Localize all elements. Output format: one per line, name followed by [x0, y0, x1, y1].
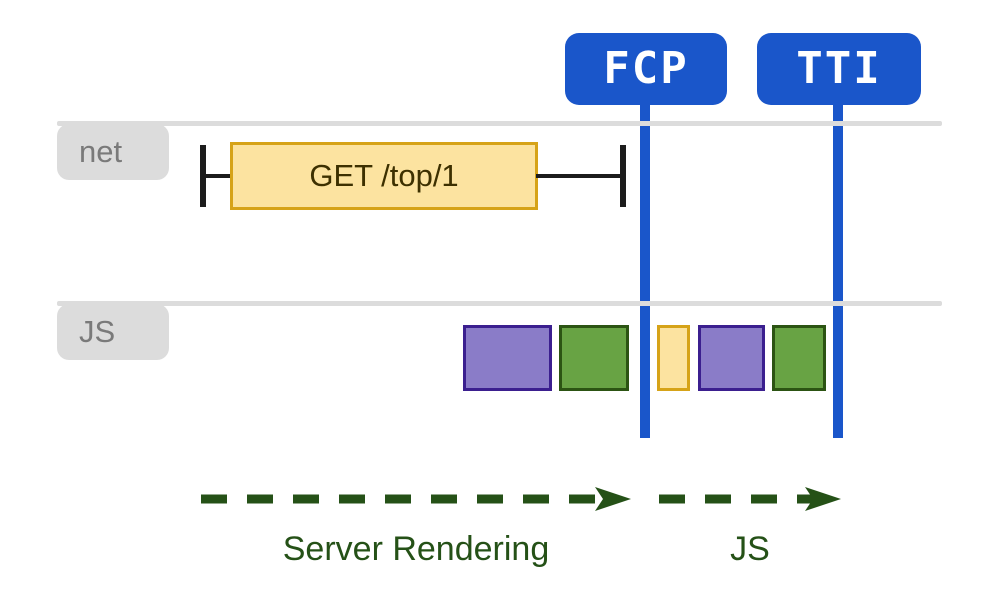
network-request-bar[interactable]: GET /top/1	[230, 142, 538, 210]
request-trailing-whisker	[536, 174, 626, 178]
js-task-block[interactable]	[657, 325, 690, 391]
marker-line-tti	[833, 100, 843, 438]
phase-arrow-js	[659, 487, 841, 511]
phase-arrow-server-rendering	[201, 487, 631, 511]
lane-label-net-text: net	[79, 134, 123, 169]
lane-label-net: net	[57, 124, 169, 180]
phase-caption-server-rendering: Server Rendering	[282, 530, 550, 568]
phase-caption-js: JS	[730, 530, 770, 568]
request-leading-whisker	[200, 174, 234, 178]
js-task-block[interactable]	[698, 325, 765, 391]
js-task-block[interactable]	[772, 325, 826, 391]
marker-label-fcp: FCP	[603, 43, 689, 94]
marker-label-tti: TTI	[796, 43, 882, 94]
network-request-label: GET /top/1	[309, 158, 459, 193]
marker-line-fcp	[640, 100, 650, 438]
lane-label-js-text: JS	[79, 314, 116, 349]
lane-track-net	[57, 121, 942, 126]
lane-track-js	[57, 301, 942, 306]
marker-badge-tti[interactable]: TTI	[757, 33, 921, 105]
request-end-tick	[620, 145, 626, 207]
js-task-block[interactable]	[463, 325, 552, 391]
js-task-block[interactable]	[559, 325, 629, 391]
lane-label-js: JS	[57, 304, 169, 360]
marker-badge-fcp[interactable]: FCP	[565, 33, 727, 105]
